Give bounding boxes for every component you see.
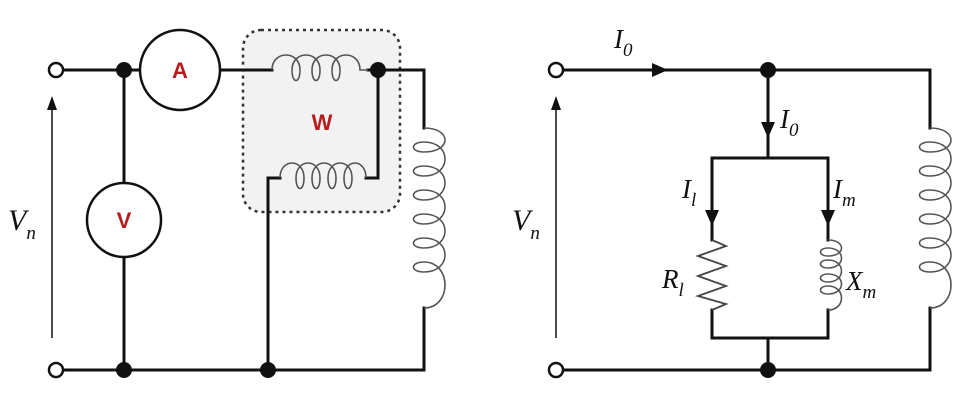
right-circuit: Vn I0 I0 Il Im Rl Xm [512,24,952,379]
bottom-wire-right [560,306,932,372]
vn-label-left: Vn [8,204,36,244]
terminal-top-right [547,61,565,79]
wattmeter-voltage-wire [266,68,380,372]
resistor [695,239,729,311]
junction-dot [116,62,132,78]
load-inductor [412,127,446,309]
xm-label: Xm [845,266,876,303]
terminal-top-left [47,61,65,79]
voltmeter [85,181,163,259]
i0-label-branch: I0 [779,104,799,141]
current-arrow-mag [821,210,835,226]
junction-dot [760,62,776,78]
vn-label-right: Vn [512,204,540,244]
branch-trunk [710,68,830,242]
i0-label-input: I0 [613,24,633,61]
terminal-bottom-left [47,361,65,379]
wattmeter-current-coil [271,54,368,82]
branch-bottom [710,308,830,372]
current-arrow-loss [705,210,719,226]
voltage-arrowhead-left [47,96,57,110]
ammeter-label: A [172,58,188,83]
bottom-wire [60,306,426,372]
junction-dot [370,62,386,78]
left-circuit: A V W Vn [8,28,446,379]
magnetizing-inductor [819,239,843,311]
junction-dot [116,362,132,378]
junction-dot [260,362,276,378]
rl-label: Rl [661,264,684,301]
wattmeter-label: W [312,110,333,135]
current-arrow-branch [761,122,775,138]
junction-dot [760,362,776,378]
load-inductor-right [918,127,952,309]
voltage-arrowhead-right [551,96,561,110]
il-label: Il [681,174,696,211]
top-wire-right [560,68,932,130]
current-arrow-input [652,63,668,77]
ammeter [138,28,222,112]
wattmeter-box [241,28,402,214]
terminal-bottom-right [547,361,565,379]
wattmeter-voltage-coil [279,162,367,190]
im-label: Im [832,174,856,211]
voltmeter-label: V [117,208,132,233]
